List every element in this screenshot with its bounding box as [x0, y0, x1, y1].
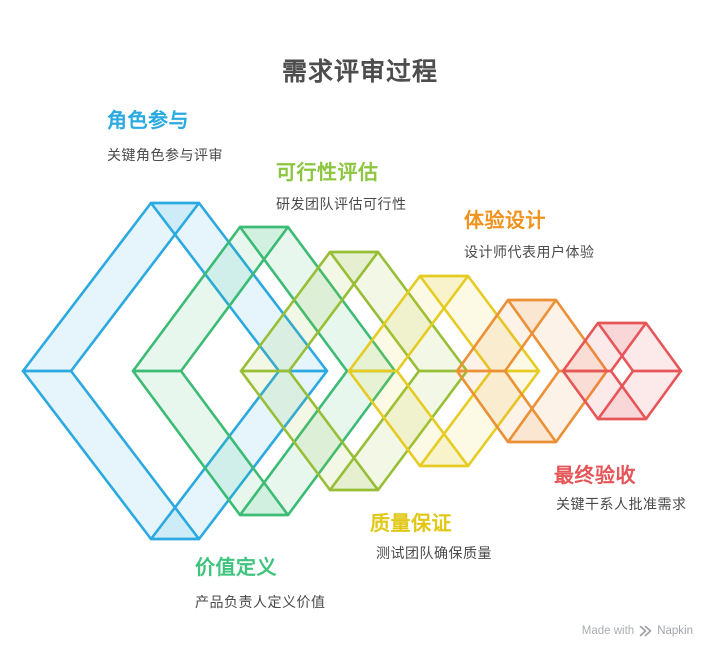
link-acceptance [561, 321, 683, 421]
stage-acceptance: 最终验收 关键干系人批准需求 [554, 459, 686, 512]
stage-experience: 体验设计 设计师代表用户体验 [464, 204, 594, 260]
stage-value-title: 价值定义 [195, 557, 277, 579]
stage-value: 价值定义 产品负责人定义价值 [195, 551, 325, 610]
stage-feasibility-desc: 研发团队评估可行性 [276, 196, 407, 212]
stage-quality: 质量保证 测试团队确保质量 [370, 507, 492, 561]
stage-value-desc: 产品负责人定义价值 [195, 594, 326, 610]
link-experience [455, 298, 609, 444]
chain-links-group [21, 201, 683, 541]
napkin-chevrons-icon [639, 625, 652, 637]
page-title: 需求评审过程 [281, 58, 438, 86]
link-value [131, 225, 397, 517]
stage-experience-desc: 设计师代表用户体验 [464, 244, 595, 260]
stage-role-desc: 关键角色参与评审 [107, 147, 223, 163]
stage-quality-desc: 测试团队确保质量 [376, 545, 492, 561]
stage-experience-title: 体验设计 [464, 210, 546, 232]
link-roles [21, 201, 329, 541]
stage-acceptance-desc: 关键干系人批准需求 [556, 496, 687, 512]
made-with-label: Made with [581, 625, 635, 637]
stage-role-title: 角色参与 [107, 110, 189, 132]
napkin-watermark[interactable]: Made with Napkin [582, 625, 693, 637]
napkin-brand-label: Napkin [657, 625, 693, 637]
link-feasibility [239, 250, 469, 492]
link-quality [347, 274, 541, 468]
stage-feasibility: 可行性评估 研发团队评估可行性 [276, 156, 406, 212]
stage-role: 角色参与 关键角色参与评审 [107, 104, 223, 163]
stage-acceptance-title: 最终验收 [554, 465, 636, 487]
stage-feasibility-title: 可行性评估 [276, 162, 379, 184]
stage-quality-title: 质量保证 [370, 513, 452, 535]
